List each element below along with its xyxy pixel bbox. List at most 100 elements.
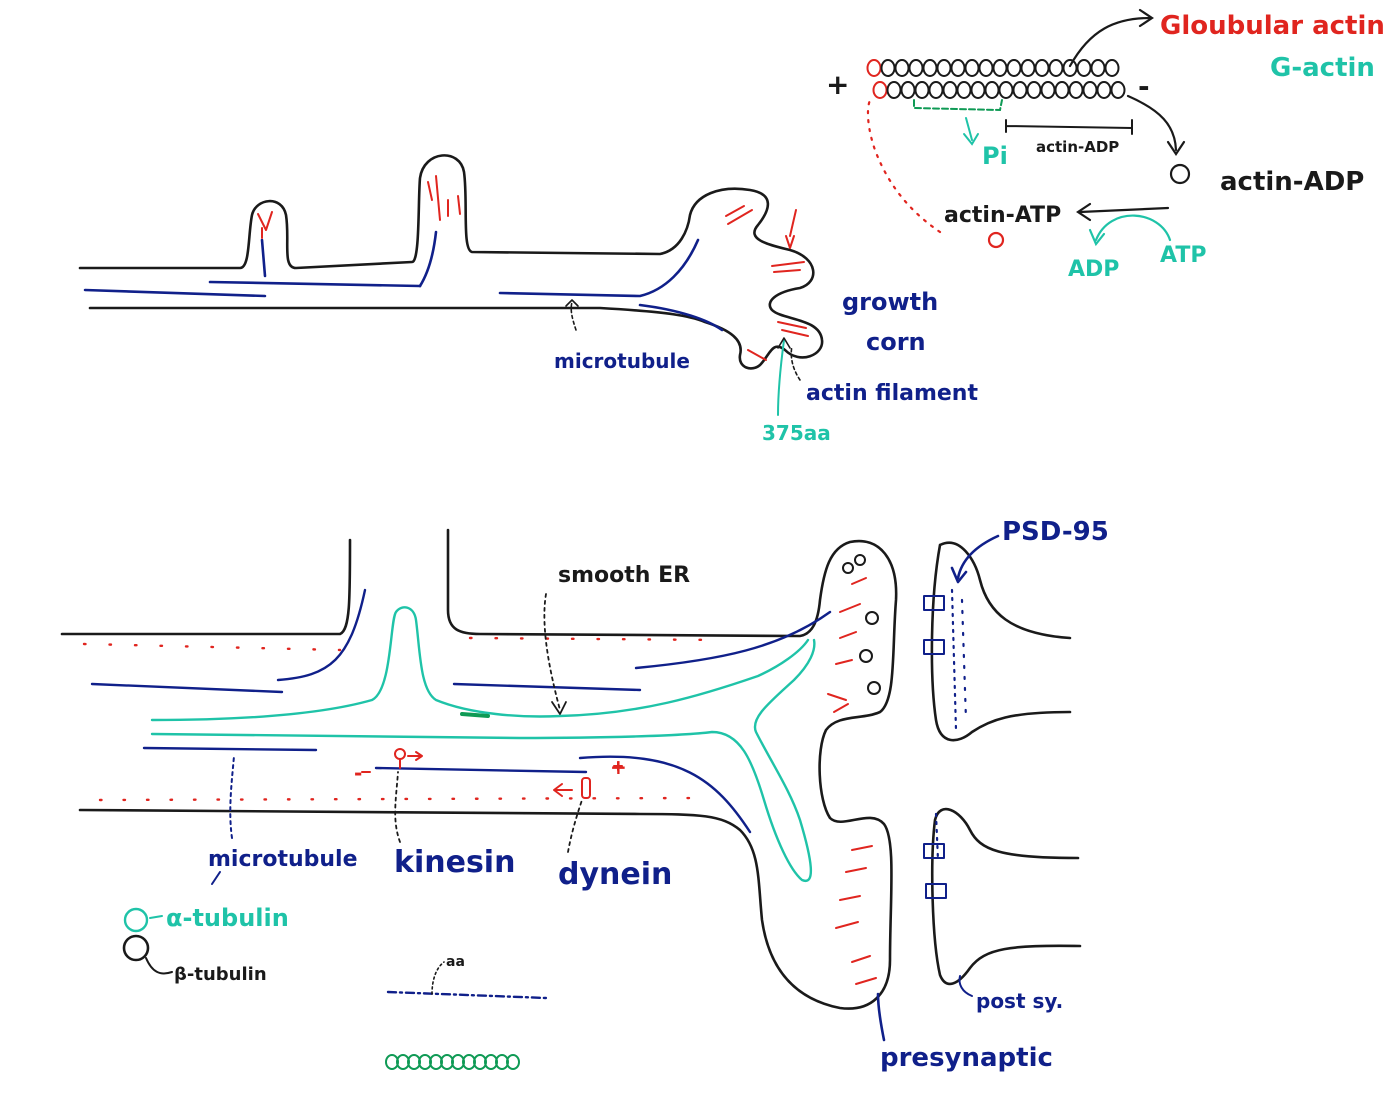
syn-microtubule-4 bbox=[634, 610, 832, 670]
actin-bead bbox=[908, 59, 924, 77]
actin-bead bbox=[1020, 59, 1036, 77]
aa-label: aa bbox=[446, 954, 465, 970]
syn-microtubule-2 bbox=[276, 588, 367, 682]
atp-label: ATP bbox=[1160, 243, 1206, 268]
minus-end-label: - bbox=[1138, 70, 1150, 103]
psd95-arrow bbox=[956, 534, 1000, 580]
actin-filament-beads bbox=[866, 59, 1126, 99]
actin-bead bbox=[928, 81, 944, 99]
actin-bead bbox=[1068, 81, 1084, 99]
microtubule-syn-pointer bbox=[229, 755, 235, 839]
actin-bead bbox=[866, 59, 882, 77]
actin-helix bbox=[385, 1054, 520, 1070]
actin-bead bbox=[1110, 81, 1126, 99]
actin-adp-bracket bbox=[1005, 119, 1133, 135]
actin-bead bbox=[1048, 59, 1064, 77]
actin-bead bbox=[922, 59, 938, 77]
syn-microtubule-7 bbox=[578, 755, 752, 834]
beta-tubulin-arrow bbox=[145, 957, 173, 975]
axon-upper-membrane bbox=[60, 528, 898, 1010]
atp-adp-exchange bbox=[1094, 214, 1172, 242]
aa-pointer-small bbox=[431, 961, 445, 995]
arrow-to-actin-atp-head bbox=[1076, 202, 1092, 222]
neuron-growth-cone-drawing bbox=[78, 154, 824, 416]
kinesin-label: kinesin bbox=[394, 845, 515, 880]
actin-filaments-red bbox=[257, 175, 809, 361]
microtubule-line-3 bbox=[498, 238, 700, 298]
actin-bead bbox=[950, 59, 966, 77]
actin-bead bbox=[1090, 59, 1106, 77]
actin-adp-bracket-label: actin-ADP bbox=[1036, 138, 1119, 156]
actin-bead bbox=[1034, 59, 1050, 77]
postsynaptic-upper bbox=[930, 541, 1072, 742]
pi-arrow-head bbox=[963, 133, 979, 146]
kinesin-pointer bbox=[394, 771, 401, 843]
beta-tubulin-circle bbox=[122, 934, 150, 962]
helix-monomer bbox=[506, 1054, 520, 1070]
actin-bead bbox=[886, 81, 902, 99]
actin-bead bbox=[1026, 81, 1042, 99]
actin-bead bbox=[992, 59, 1008, 77]
arrow-to-globular-head bbox=[1138, 8, 1154, 28]
arrow-to-actin-adp bbox=[1126, 94, 1178, 152]
vesicles bbox=[842, 554, 881, 695]
arrow-to-actin-atp bbox=[1078, 206, 1170, 214]
synapse-drawing bbox=[60, 528, 1082, 1070]
dotted-membrane-lower bbox=[98, 796, 702, 802]
actin-bead bbox=[1040, 81, 1056, 99]
dynein-plus-label: + bbox=[610, 755, 627, 779]
microtubule-pointer bbox=[570, 301, 577, 331]
alpha-tubulin-circle bbox=[123, 907, 149, 933]
psd-dots-upper-2 bbox=[960, 598, 968, 722]
microtubule-spine-2 bbox=[418, 230, 438, 288]
actin-treadmill-drawing bbox=[866, 8, 1191, 249]
aa-pointer bbox=[777, 339, 785, 416]
actin-bead bbox=[880, 59, 896, 77]
aa-count-label: 375aa bbox=[762, 421, 831, 445]
beta-tubulin-label: β-tubulin bbox=[174, 964, 267, 985]
aa-pointer-head bbox=[777, 337, 791, 349]
actin-bead bbox=[1096, 81, 1112, 99]
actin-atp-monomer bbox=[987, 231, 1005, 249]
actin-bead bbox=[970, 81, 986, 99]
actin-bead bbox=[978, 59, 994, 77]
dynein-pointer bbox=[567, 799, 583, 853]
post-sy-label: post sy. bbox=[976, 989, 1063, 1013]
actin-bead bbox=[936, 59, 952, 77]
syn-microtubule-5 bbox=[142, 746, 318, 752]
actin-bead bbox=[956, 81, 972, 99]
receptors bbox=[923, 595, 947, 899]
actin-bead bbox=[894, 59, 910, 77]
microtubule-line-1 bbox=[83, 288, 267, 298]
alpha-tubulin-label: α-tubulin bbox=[166, 904, 289, 932]
psd95-label: PSD-95 bbox=[1002, 517, 1109, 547]
postsy-pointer bbox=[958, 975, 973, 997]
presynaptic-pointer bbox=[876, 992, 886, 1042]
growth-label: growth bbox=[842, 288, 938, 316]
dynein-motor bbox=[553, 761, 623, 799]
arrow-to-globular bbox=[1068, 16, 1152, 68]
aa-chain bbox=[386, 990, 548, 1000]
actin-bead bbox=[914, 81, 930, 99]
microtubule-label: microtubule bbox=[554, 349, 690, 373]
postsynaptic-lower bbox=[930, 807, 1082, 986]
actin-bead bbox=[900, 81, 916, 99]
pi-bracket bbox=[913, 99, 1003, 112]
smooth-er-label: smooth ER bbox=[558, 563, 690, 588]
presynaptic-label: presynaptic bbox=[880, 1043, 1053, 1073]
alpha-tubulin-arrow bbox=[149, 915, 163, 919]
g-actin-label: G-actin bbox=[1270, 53, 1375, 83]
microtubule-spine-1 bbox=[260, 238, 267, 278]
pi-label: Pi bbox=[982, 142, 1008, 170]
presynaptic-actin-marks bbox=[827, 577, 877, 985]
smooth-er-outer bbox=[150, 606, 810, 722]
actin-bead bbox=[872, 81, 888, 99]
actin-filament-pointer bbox=[790, 345, 801, 381]
pi-arrow bbox=[965, 117, 973, 141]
upper-membrane bbox=[78, 154, 824, 370]
actin-bead bbox=[1104, 59, 1120, 77]
microtubule-line-4 bbox=[638, 303, 724, 332]
actin-bead bbox=[984, 81, 1000, 99]
actin-bead bbox=[1012, 81, 1028, 99]
